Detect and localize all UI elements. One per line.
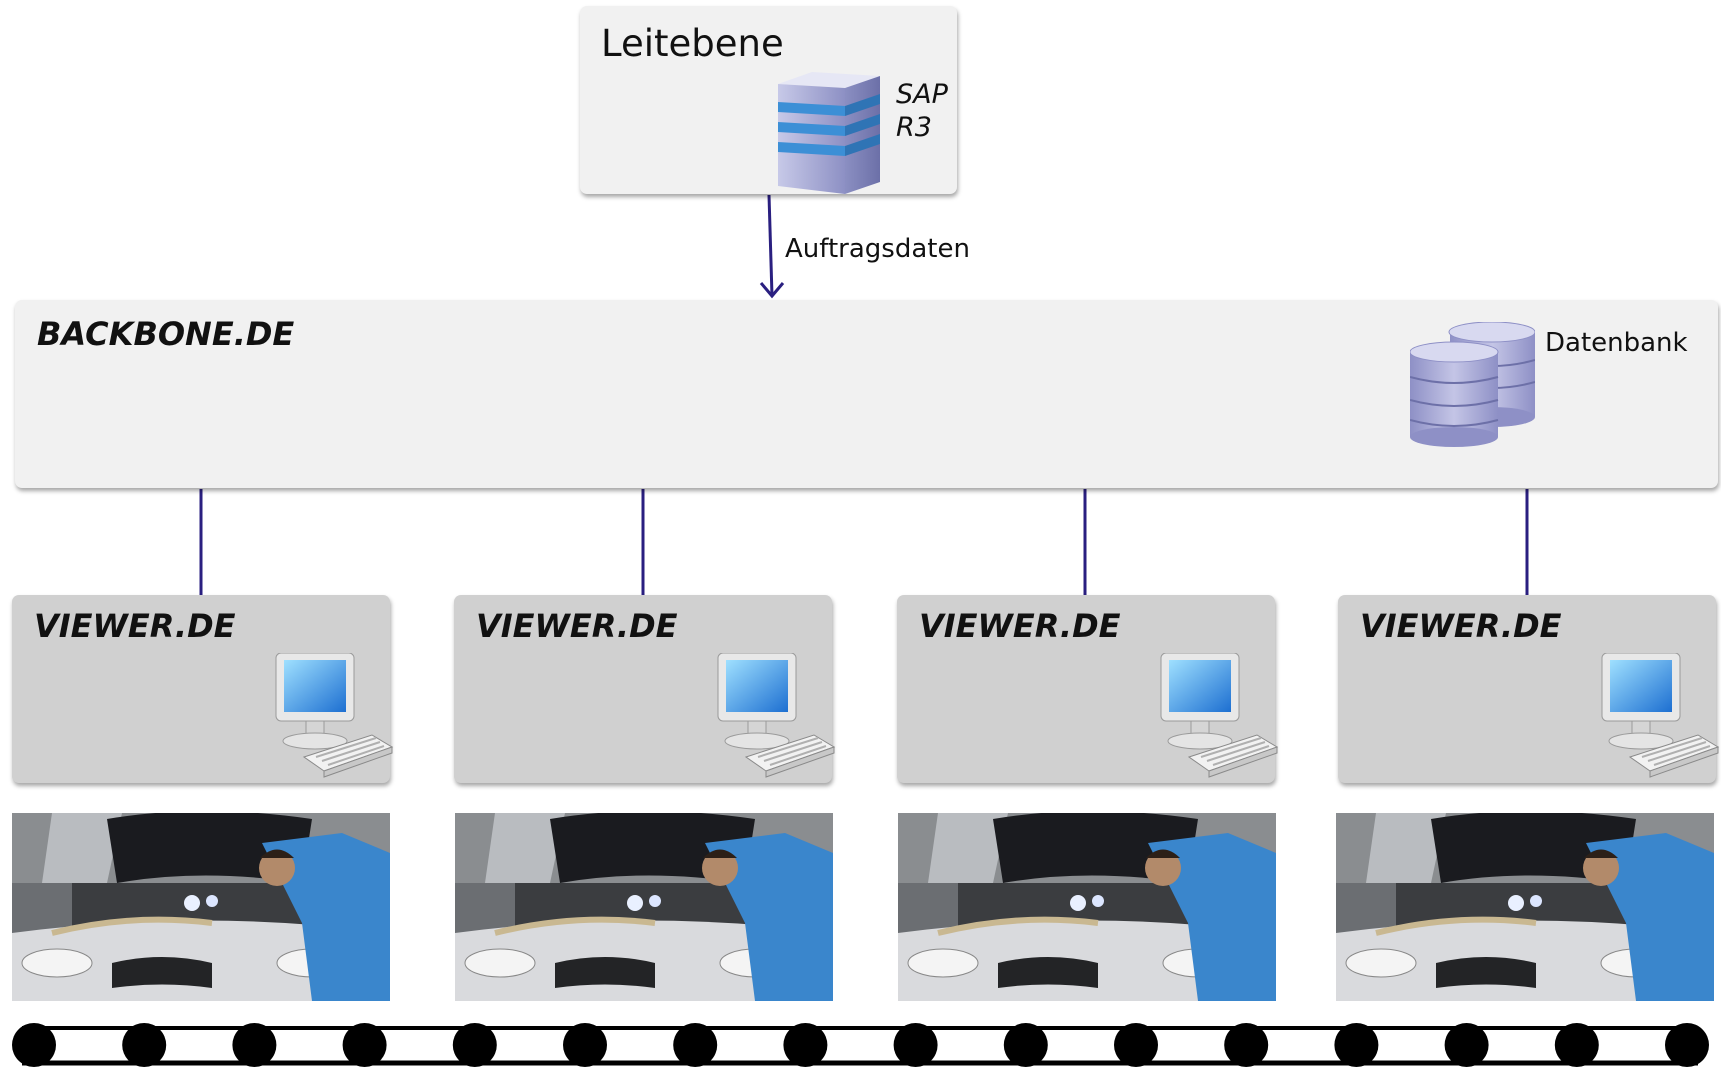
conveyor-roller [452, 1023, 497, 1067]
arrow-line [767, 194, 774, 297]
computer-icon [264, 652, 394, 782]
car-mechanic-photo [898, 813, 1276, 1001]
server-stack-icon [775, 70, 885, 200]
system-line-2: R3 [896, 112, 932, 143]
leitebene-panel: Leitebene SAP R3 [580, 6, 957, 194]
system-line-1: SAP [896, 79, 948, 110]
conveyor-roller [563, 1023, 607, 1067]
computer-icon [706, 652, 836, 782]
conveyor-roller [783, 1023, 828, 1067]
conveyor-roller [12, 1023, 56, 1067]
system-label: SAP R3 [896, 78, 948, 144]
car-mechanic-photo [12, 813, 390, 1001]
conveyor-roller [1554, 1023, 1599, 1067]
connector-label: Auftragsdaten [785, 234, 970, 264]
database-icon [1409, 321, 1536, 451]
viewer-title: VIEWER.DE [1360, 607, 1562, 645]
conveyor-roller [1444, 1023, 1489, 1067]
conveyor-roller [1003, 1023, 1048, 1067]
arrow-head [759, 282, 785, 299]
database-label: Datenbank [1545, 328, 1688, 358]
viewer-panel: VIEWER.DE [1338, 595, 1720, 783]
car-mechanic-photo [1336, 813, 1714, 1001]
viewer-title: VIEWER.DE [34, 607, 236, 645]
car-mechanic-photo [455, 813, 833, 1001]
backbone-panel: BACKBONE.DE Datenbank [15, 300, 1718, 488]
viewer-panel: VIEWER.DE [12, 595, 394, 783]
computer-icon [1590, 652, 1720, 782]
conveyor-roller [1114, 1023, 1158, 1067]
conveyor-roller [1334, 1023, 1379, 1067]
leitebene-title: Leitebene [601, 22, 784, 65]
conveyor-roller [122, 1023, 167, 1067]
viewer-title: VIEWER.DE [919, 607, 1121, 645]
conveyor-roller [232, 1023, 277, 1067]
conveyor-roller [342, 1023, 387, 1067]
computer-icon [1149, 652, 1279, 782]
viewer-panel: VIEWER.DE [897, 595, 1279, 783]
conveyor-roller [673, 1023, 718, 1067]
conveyor-roller [893, 1023, 938, 1067]
viewer-panel: VIEWER.DE [454, 595, 836, 783]
conveyor-roller [1665, 1023, 1709, 1067]
viewer-title: VIEWER.DE [476, 607, 678, 645]
conveyor-roller [1224, 1023, 1269, 1067]
backbone-title: BACKBONE.DE [37, 315, 295, 353]
